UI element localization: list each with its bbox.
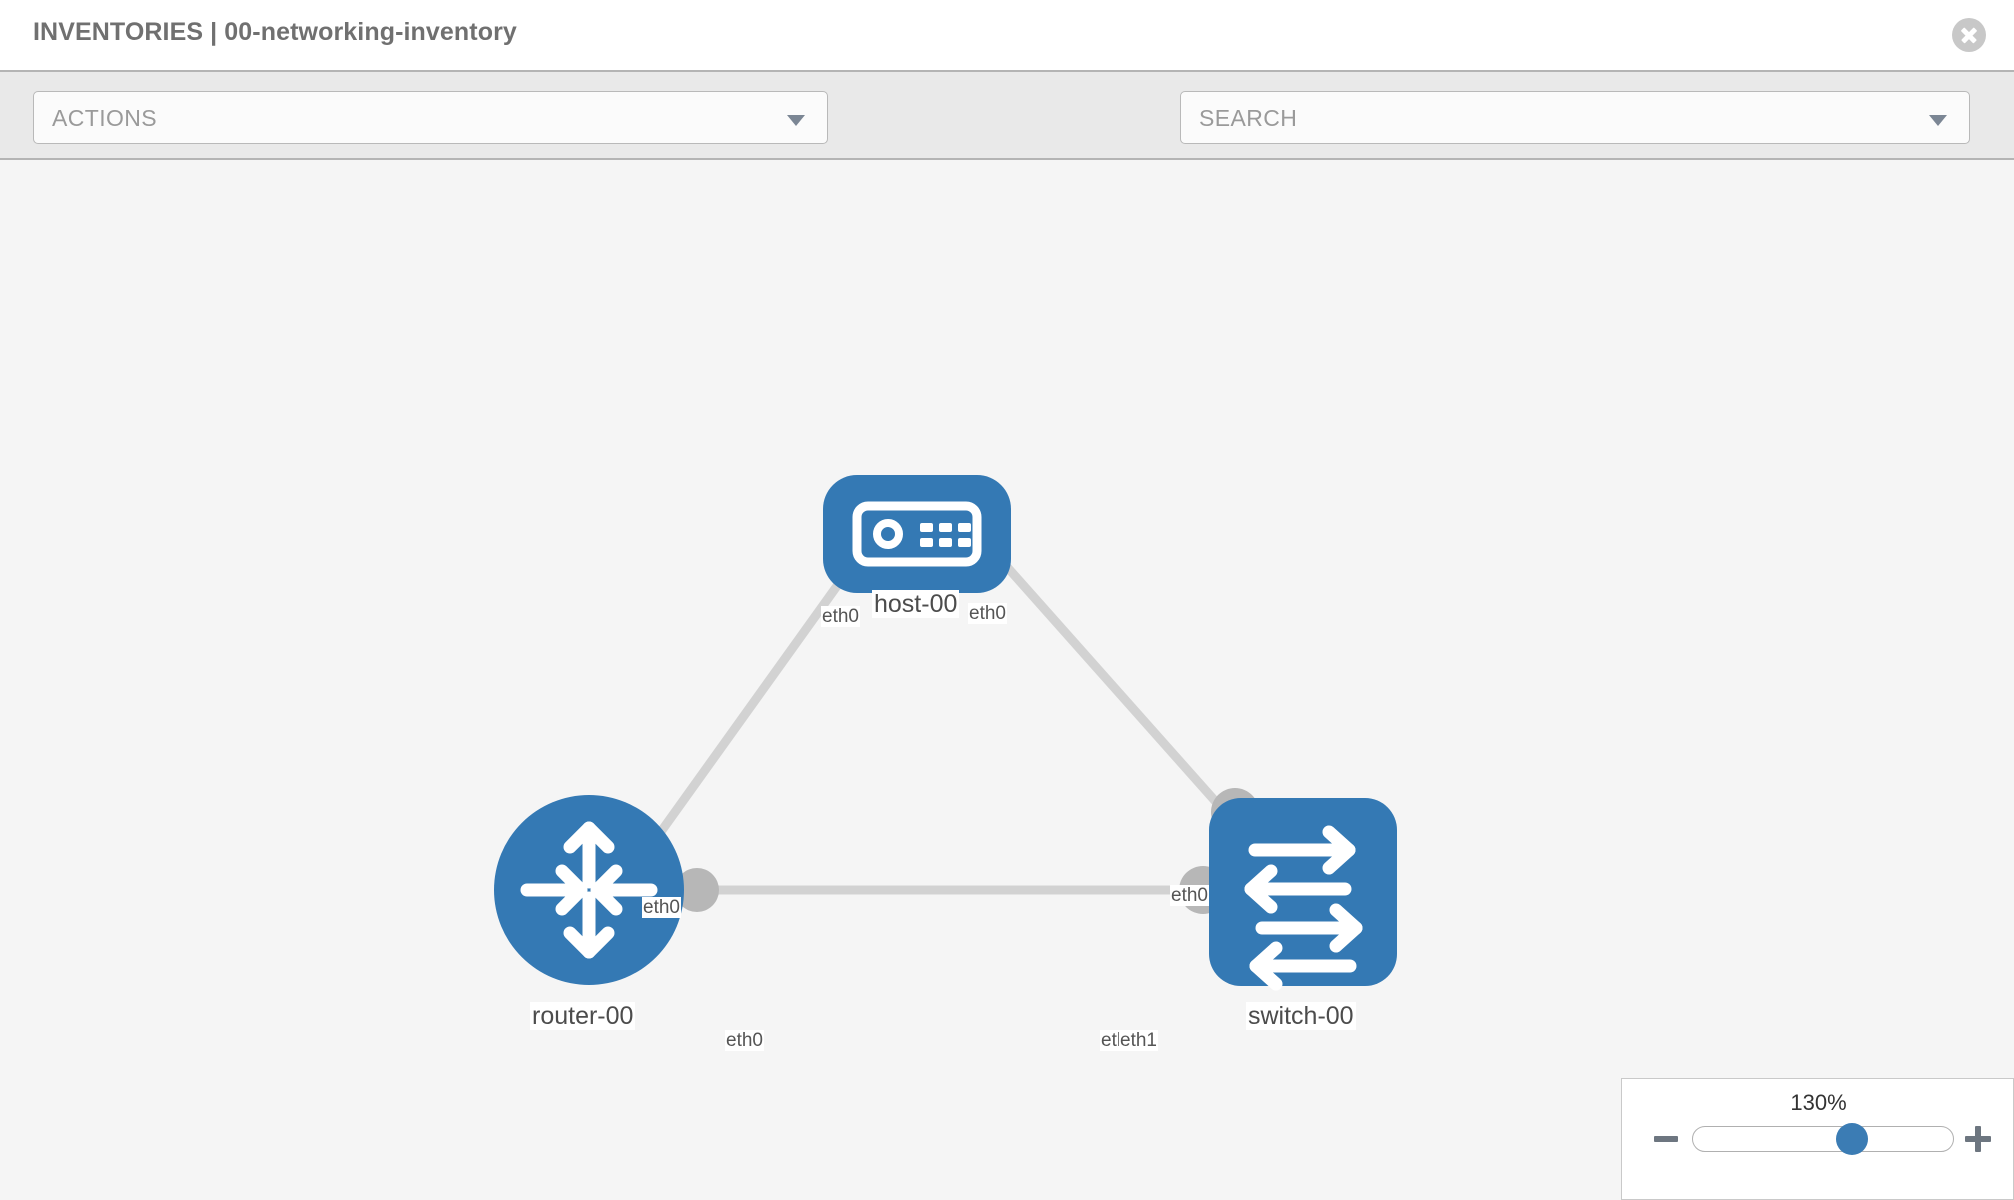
node-switch-00 xyxy=(1209,798,1397,991)
topology-canvas[interactable]: host-00 router-00 switch-00 eth0 eth0 et… xyxy=(0,160,2014,1200)
zoom-control-panel: 130% xyxy=(1621,1078,2014,1200)
zoom-out-button[interactable] xyxy=(1654,1136,1678,1142)
toolbar: ACTIONS SEARCH xyxy=(0,70,2014,200)
search-placeholder: SEARCH xyxy=(1199,105,1298,131)
node-host-00 xyxy=(823,475,1011,593)
search-input[interactable]: SEARCH xyxy=(1180,91,1970,144)
interface-label-router00-right: eth0 xyxy=(725,1030,764,1052)
chevron-down-icon xyxy=(1929,115,1947,126)
node-label-switch-00: switch-00 xyxy=(1246,1002,1356,1030)
interface-label-router00-uplink: eth0 xyxy=(642,897,681,919)
node-router-00 xyxy=(494,795,684,985)
interface-label-switch00-uplink: eth0 xyxy=(1170,885,1209,907)
close-icon[interactable] xyxy=(1952,18,1986,52)
page-header: INVENTORIES | 00-networking-inventory xyxy=(0,0,2014,70)
interface-label-host00-right: eth0 xyxy=(968,603,1007,625)
port-router00-right xyxy=(675,868,719,912)
interface-label-host00-left: eth0 xyxy=(821,606,860,628)
zoom-in-button[interactable] xyxy=(1965,1126,1991,1152)
zoom-slider-thumb[interactable] xyxy=(1836,1123,1868,1155)
switch-arrows-icon xyxy=(1244,825,1363,991)
zoom-level-label: 130% xyxy=(1790,1090,1847,1115)
actions-dropdown-label: ACTIONS xyxy=(52,105,158,131)
chevron-down-icon xyxy=(787,115,805,126)
server-icon xyxy=(852,501,982,567)
router-arrows-icon xyxy=(520,821,658,959)
page-title: INVENTORIES | 00-networking-inventory xyxy=(33,18,517,46)
zoom-slider[interactable] xyxy=(1692,1123,1954,1155)
node-label-router-00: router-00 xyxy=(530,1002,636,1030)
topology-graph xyxy=(494,475,1397,991)
interface-label-switch00-left: eth1 xyxy=(1119,1030,1158,1052)
actions-dropdown[interactable]: ACTIONS xyxy=(33,91,828,144)
node-label-host-00: host-00 xyxy=(872,590,960,618)
